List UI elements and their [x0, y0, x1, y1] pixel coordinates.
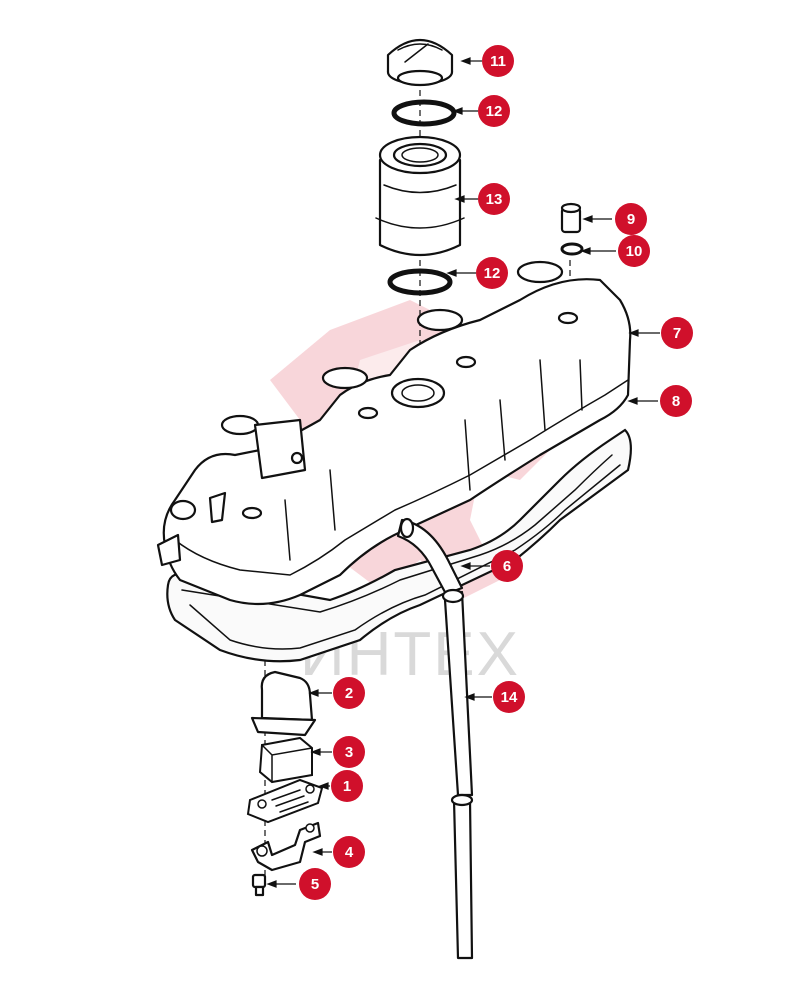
svg-text:8: 8 [672, 393, 680, 410]
callout-10: 10 [618, 235, 650, 267]
o-ring-lower [387, 268, 453, 296]
svg-text:4: 4 [345, 844, 354, 861]
callout-7: 7 [661, 317, 693, 349]
sealing-washer [560, 242, 584, 256]
svg-text:11: 11 [490, 53, 506, 70]
callout-9: 9 [615, 203, 647, 235]
svg-text:12: 12 [484, 265, 501, 282]
breather-hose-elbow [396, 517, 464, 596]
breather-housing [250, 670, 317, 737]
callout-12-lower: 12 [476, 257, 508, 289]
svg-text:14: 14 [501, 689, 518, 706]
svg-text:2: 2 [345, 685, 353, 702]
mounting-bracket [250, 821, 322, 872]
callout-8: 8 [660, 385, 692, 417]
svg-text:1: 1 [343, 778, 351, 795]
callout-3: 3 [333, 736, 365, 768]
callout-11: 11 [482, 45, 514, 77]
svg-text:10: 10 [626, 243, 643, 260]
svg-text:9: 9 [627, 211, 635, 228]
callout-13: 13 [478, 183, 510, 215]
cap-nut [560, 202, 582, 234]
svg-text:3: 3 [345, 744, 353, 761]
callout-12-upper: 12 [478, 95, 510, 127]
valve-cover [156, 260, 632, 606]
baffle-plate [246, 778, 324, 824]
callout-6: 6 [491, 550, 523, 582]
svg-text:13: 13 [486, 191, 503, 208]
svg-text:6: 6 [503, 558, 511, 575]
gasket-inner-edge [181, 454, 621, 650]
svg-text:7: 7 [673, 325, 681, 342]
callout-4: 4 [333, 836, 365, 868]
drain-tube [441, 588, 474, 960]
filler-neck [375, 135, 465, 257]
filter-element [258, 736, 313, 784]
callout-5: 5 [299, 868, 331, 900]
callout-layer [266, 57, 660, 888]
o-ring-upper [391, 99, 457, 127]
svg-text:5: 5 [311, 876, 319, 893]
svg-text:12: 12 [486, 103, 503, 120]
callout-14: 14 [493, 681, 525, 713]
oil-filler-cap [386, 39, 454, 87]
valve-cover-gasket [166, 428, 632, 663]
callout-2: 2 [333, 677, 365, 709]
callout-1: 1 [331, 770, 363, 802]
fixing-screw [251, 873, 267, 897]
